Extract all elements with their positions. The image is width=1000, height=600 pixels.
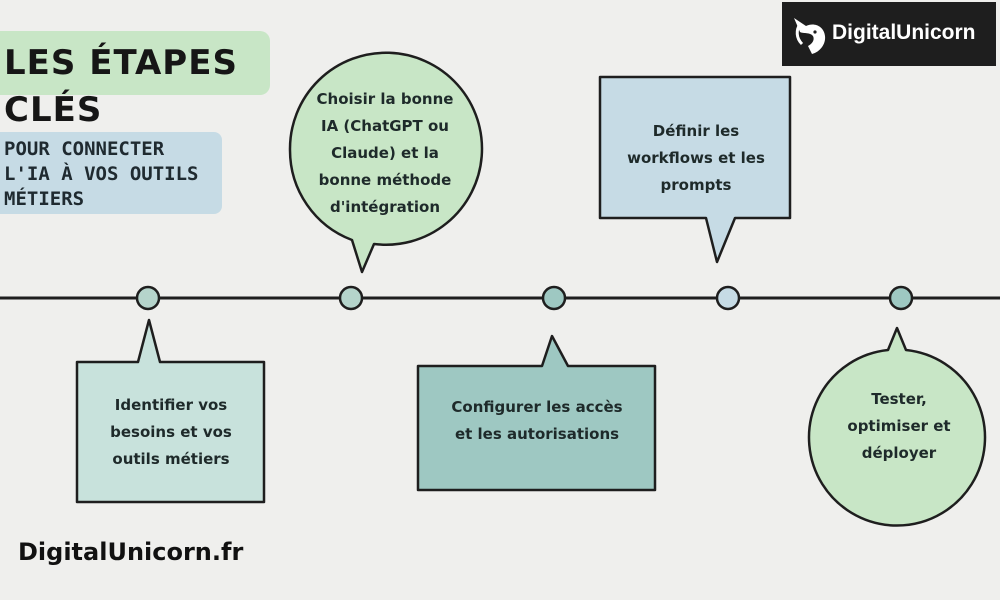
subtitle-line-1: POUR CONNECTER bbox=[4, 138, 165, 160]
step-4-text: Définir les workflows et les prompts bbox=[627, 122, 765, 194]
logo-text: DigitalUnicorn bbox=[832, 21, 976, 44]
step-5-bubble bbox=[807, 326, 987, 527]
unicorn-head-icon bbox=[794, 18, 826, 54]
title-line-2: CLÉS bbox=[4, 90, 103, 130]
subtitle-line-2: L'IA À VOS OUTILS bbox=[4, 163, 199, 185]
step-2-bubble bbox=[288, 51, 484, 274]
step-1-bubble bbox=[75, 318, 266, 504]
step-4-bubble bbox=[598, 75, 792, 264]
timeline-node-2 bbox=[338, 285, 364, 311]
step-2-text: Choisir la bonne IA (ChatGPT ou Claude) … bbox=[316, 90, 454, 216]
step-3-bubble bbox=[416, 334, 657, 492]
footer-website: DigitalUnicorn.fr bbox=[18, 538, 244, 566]
title-highlight bbox=[0, 31, 270, 95]
timeline-node-3 bbox=[541, 285, 567, 311]
step-5-text: Tester, optimiser et déployer bbox=[847, 390, 951, 462]
step-1-text: Identifier vos besoins et vos outils mét… bbox=[110, 396, 232, 468]
subtitle-line-3: MÉTIERS bbox=[4, 188, 85, 210]
logo: DigitalUnicorn bbox=[782, 2, 996, 66]
title-line-1: LES ÉTAPES bbox=[4, 43, 238, 83]
subtitle-highlight bbox=[0, 132, 222, 214]
step-3-text: Configurer les accès et les autorisation… bbox=[451, 398, 623, 443]
timeline-node-4 bbox=[715, 285, 741, 311]
timeline-node-1 bbox=[135, 285, 161, 311]
timeline-node-5 bbox=[888, 285, 914, 311]
